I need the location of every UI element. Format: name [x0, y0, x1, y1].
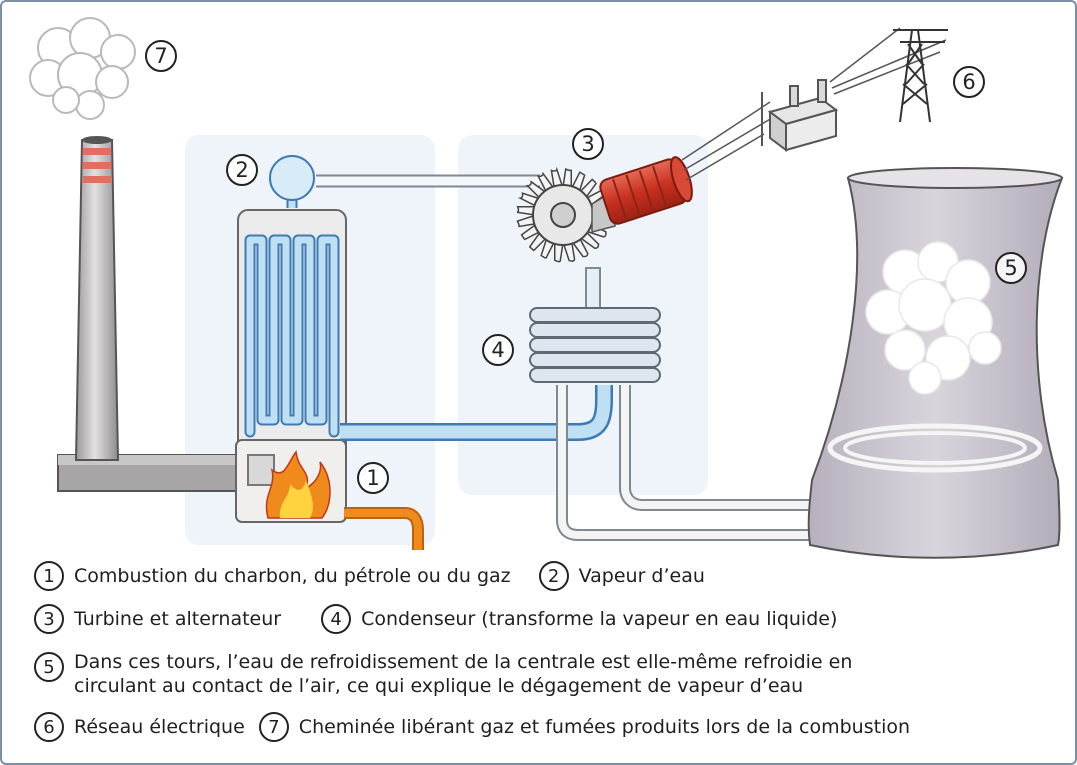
turbine-blade	[516, 205, 538, 216]
legend-row-2: 3 Turbine et alternateur 4 Condenseur (t…	[34, 604, 865, 634]
fuel-pipe	[344, 507, 424, 550]
cooling-tower	[807, 167, 1064, 559]
boiler	[235, 209, 347, 523]
turbine-blade	[553, 240, 564, 263]
condenser	[529, 267, 661, 383]
legend-number: 1	[34, 561, 64, 591]
marker-1: 1	[357, 462, 389, 494]
alternator	[591, 156, 693, 233]
legend-text: Condenseur (transforme la vapeur en eau …	[361, 608, 838, 630]
pylon-icon	[893, 29, 948, 123]
legend-text: Turbine et alternateur	[74, 608, 282, 630]
marker-4: 4	[482, 334, 514, 366]
legend-text-line-2: circulant au contact de l’air, ce qui ex…	[74, 675, 804, 697]
legend-number: 4	[321, 604, 352, 634]
legend-number: 7	[258, 712, 289, 742]
marker-6: 6	[953, 66, 985, 98]
water-return-pipe	[340, 385, 613, 441]
turbine-blade	[562, 240, 576, 262]
legend-row-1: 1 Combustion du charbon, du pétrole ou d…	[34, 561, 733, 591]
legend-text: Cheminée libérant gaz et fumées produits…	[298, 716, 911, 738]
marker-7: 7	[145, 40, 177, 72]
fire-icon	[265, 450, 331, 519]
legend-number: 5	[34, 652, 64, 682]
legend-number: 2	[538, 561, 569, 591]
legend-text: Vapeur d’eau	[578, 565, 705, 587]
legend-text-line-1: Dans ces tours, l’eau de refroidissement…	[74, 651, 853, 673]
tower-steam-cloud	[865, 241, 1002, 395]
marker-2: 2	[226, 154, 258, 186]
turbine-blade	[516, 214, 538, 228]
chimney-smoke	[29, 17, 136, 120]
legend-number: 6	[34, 712, 64, 742]
steam-circuit	[269, 155, 540, 208]
marker-5: 5	[995, 252, 1027, 284]
legend-number: 3	[34, 604, 64, 634]
legend-row-3: 5 Dans ces tours, l’eau de refroidisseme…	[34, 650, 852, 698]
legend-text: Réseau électrique	[74, 716, 245, 738]
transformer	[761, 79, 839, 152]
legend-row-4: 6 Réseau électrique 7 Cheminée libérant …	[34, 712, 938, 742]
legend-text: Combustion du charbon, du pétrole ou du …	[74, 565, 511, 587]
turbine-blade	[562, 167, 573, 190]
marker-3: 3	[572, 128, 604, 160]
turbine-blade	[550, 166, 564, 190]
